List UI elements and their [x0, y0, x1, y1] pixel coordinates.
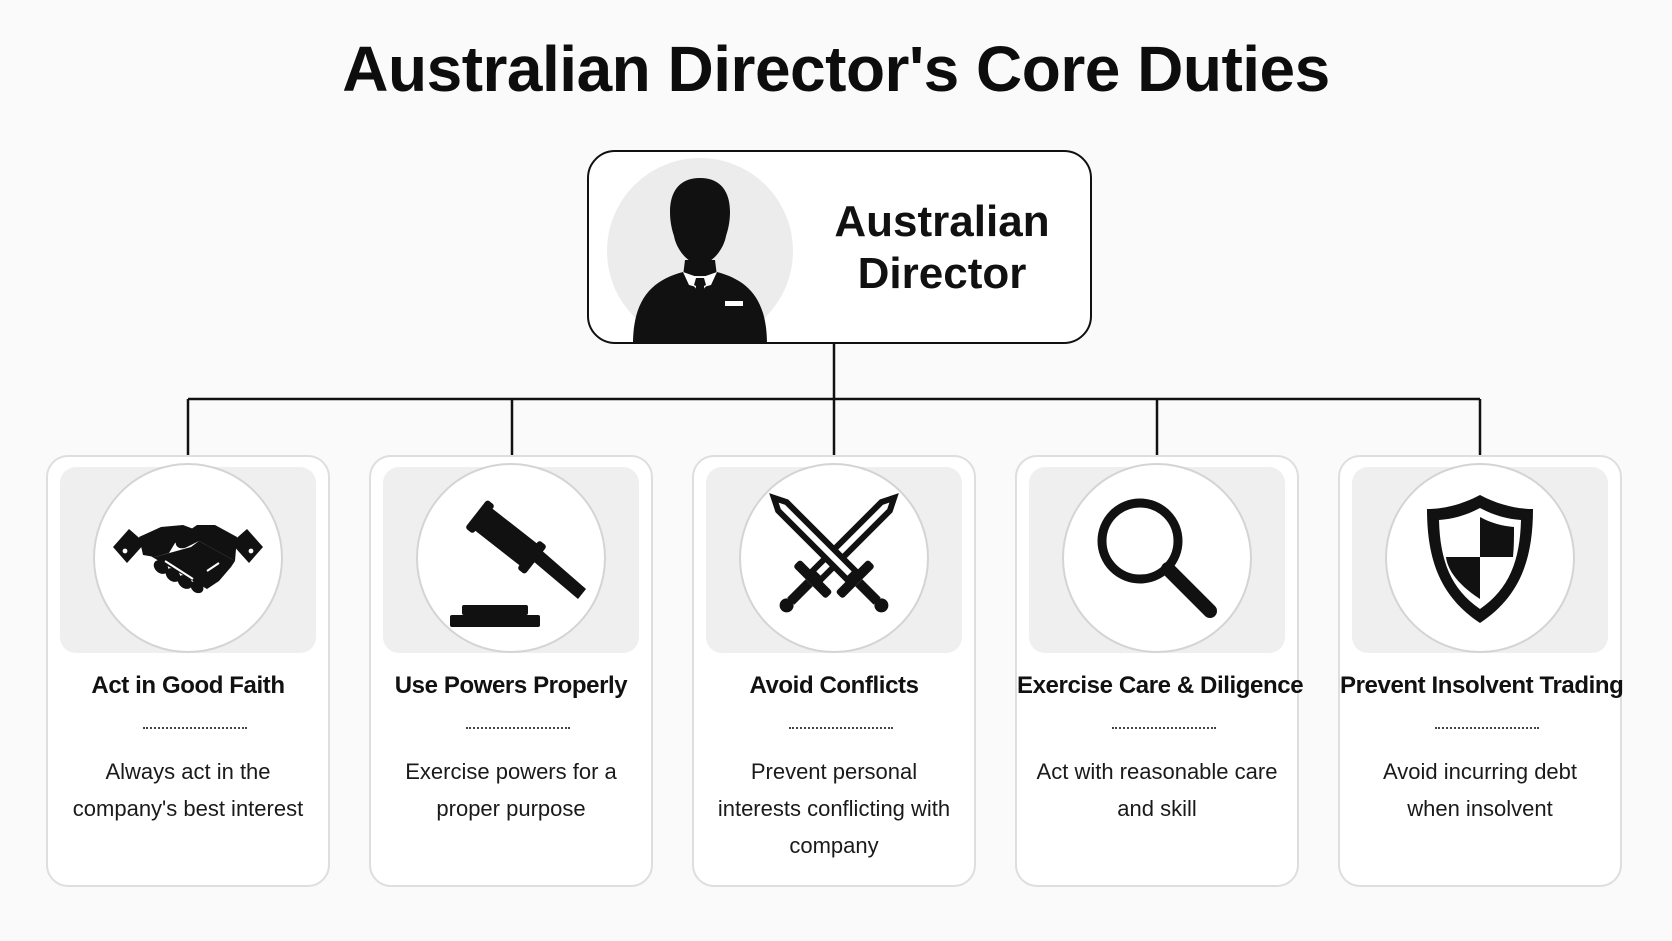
icon-circle	[93, 463, 283, 653]
duty-card-good-faith: Act in Good Faith Always act in the comp…	[46, 455, 330, 887]
duty-card-use-powers: Use Powers Properly Exercise powers for …	[369, 455, 653, 887]
duty-description: Always act in the company's best interes…	[72, 759, 304, 821]
director-node: Australian Director	[587, 150, 1092, 344]
icon-circle	[739, 463, 929, 653]
page-title: Australian Director's Core Duties	[342, 33, 1330, 105]
duty-title: Exercise Care & Diligence	[1017, 672, 1304, 699]
businessman-icon	[607, 158, 793, 344]
icon-circle	[416, 463, 606, 653]
duty-title: Prevent Insolvent Trading	[1340, 672, 1624, 699]
director-label: Australian Director	[834, 197, 1050, 298]
dotted-divider	[1435, 727, 1539, 729]
duty-title: Use Powers Properly	[394, 672, 628, 699]
icon-circle	[1062, 463, 1252, 653]
duty-title: Avoid Conflicts	[749, 672, 919, 699]
duty-description: Avoid incurring debt when insolvent	[1382, 759, 1578, 821]
duty-title: Act in Good Faith	[91, 672, 285, 699]
duty-description: Prevent personal interests conflicting w…	[717, 759, 951, 858]
duty-card-care-diligence: Exercise Care & Diligence Act with reaso…	[1015, 455, 1304, 887]
dotted-divider	[466, 727, 570, 729]
handshake-icon	[113, 525, 263, 594]
dotted-divider	[143, 727, 247, 729]
crossed-swords-icon	[769, 493, 899, 613]
duty-card-insolvent-trading: Prevent Insolvent Trading Avoid incurrin…	[1338, 455, 1624, 887]
shield-icon	[1427, 495, 1533, 623]
duty-card-avoid-conflicts: Avoid Conflicts Prevent personal interes…	[692, 455, 976, 887]
icon-circle	[1385, 463, 1575, 653]
gavel-icon	[450, 500, 586, 627]
magnifying-glass-icon	[1097, 498, 1217, 618]
dotted-divider	[1112, 727, 1216, 729]
dotted-divider	[789, 727, 893, 729]
duty-description: Act with reasonable care and skill	[1036, 759, 1278, 821]
duty-description: Exercise powers for a proper purpose	[405, 759, 617, 821]
